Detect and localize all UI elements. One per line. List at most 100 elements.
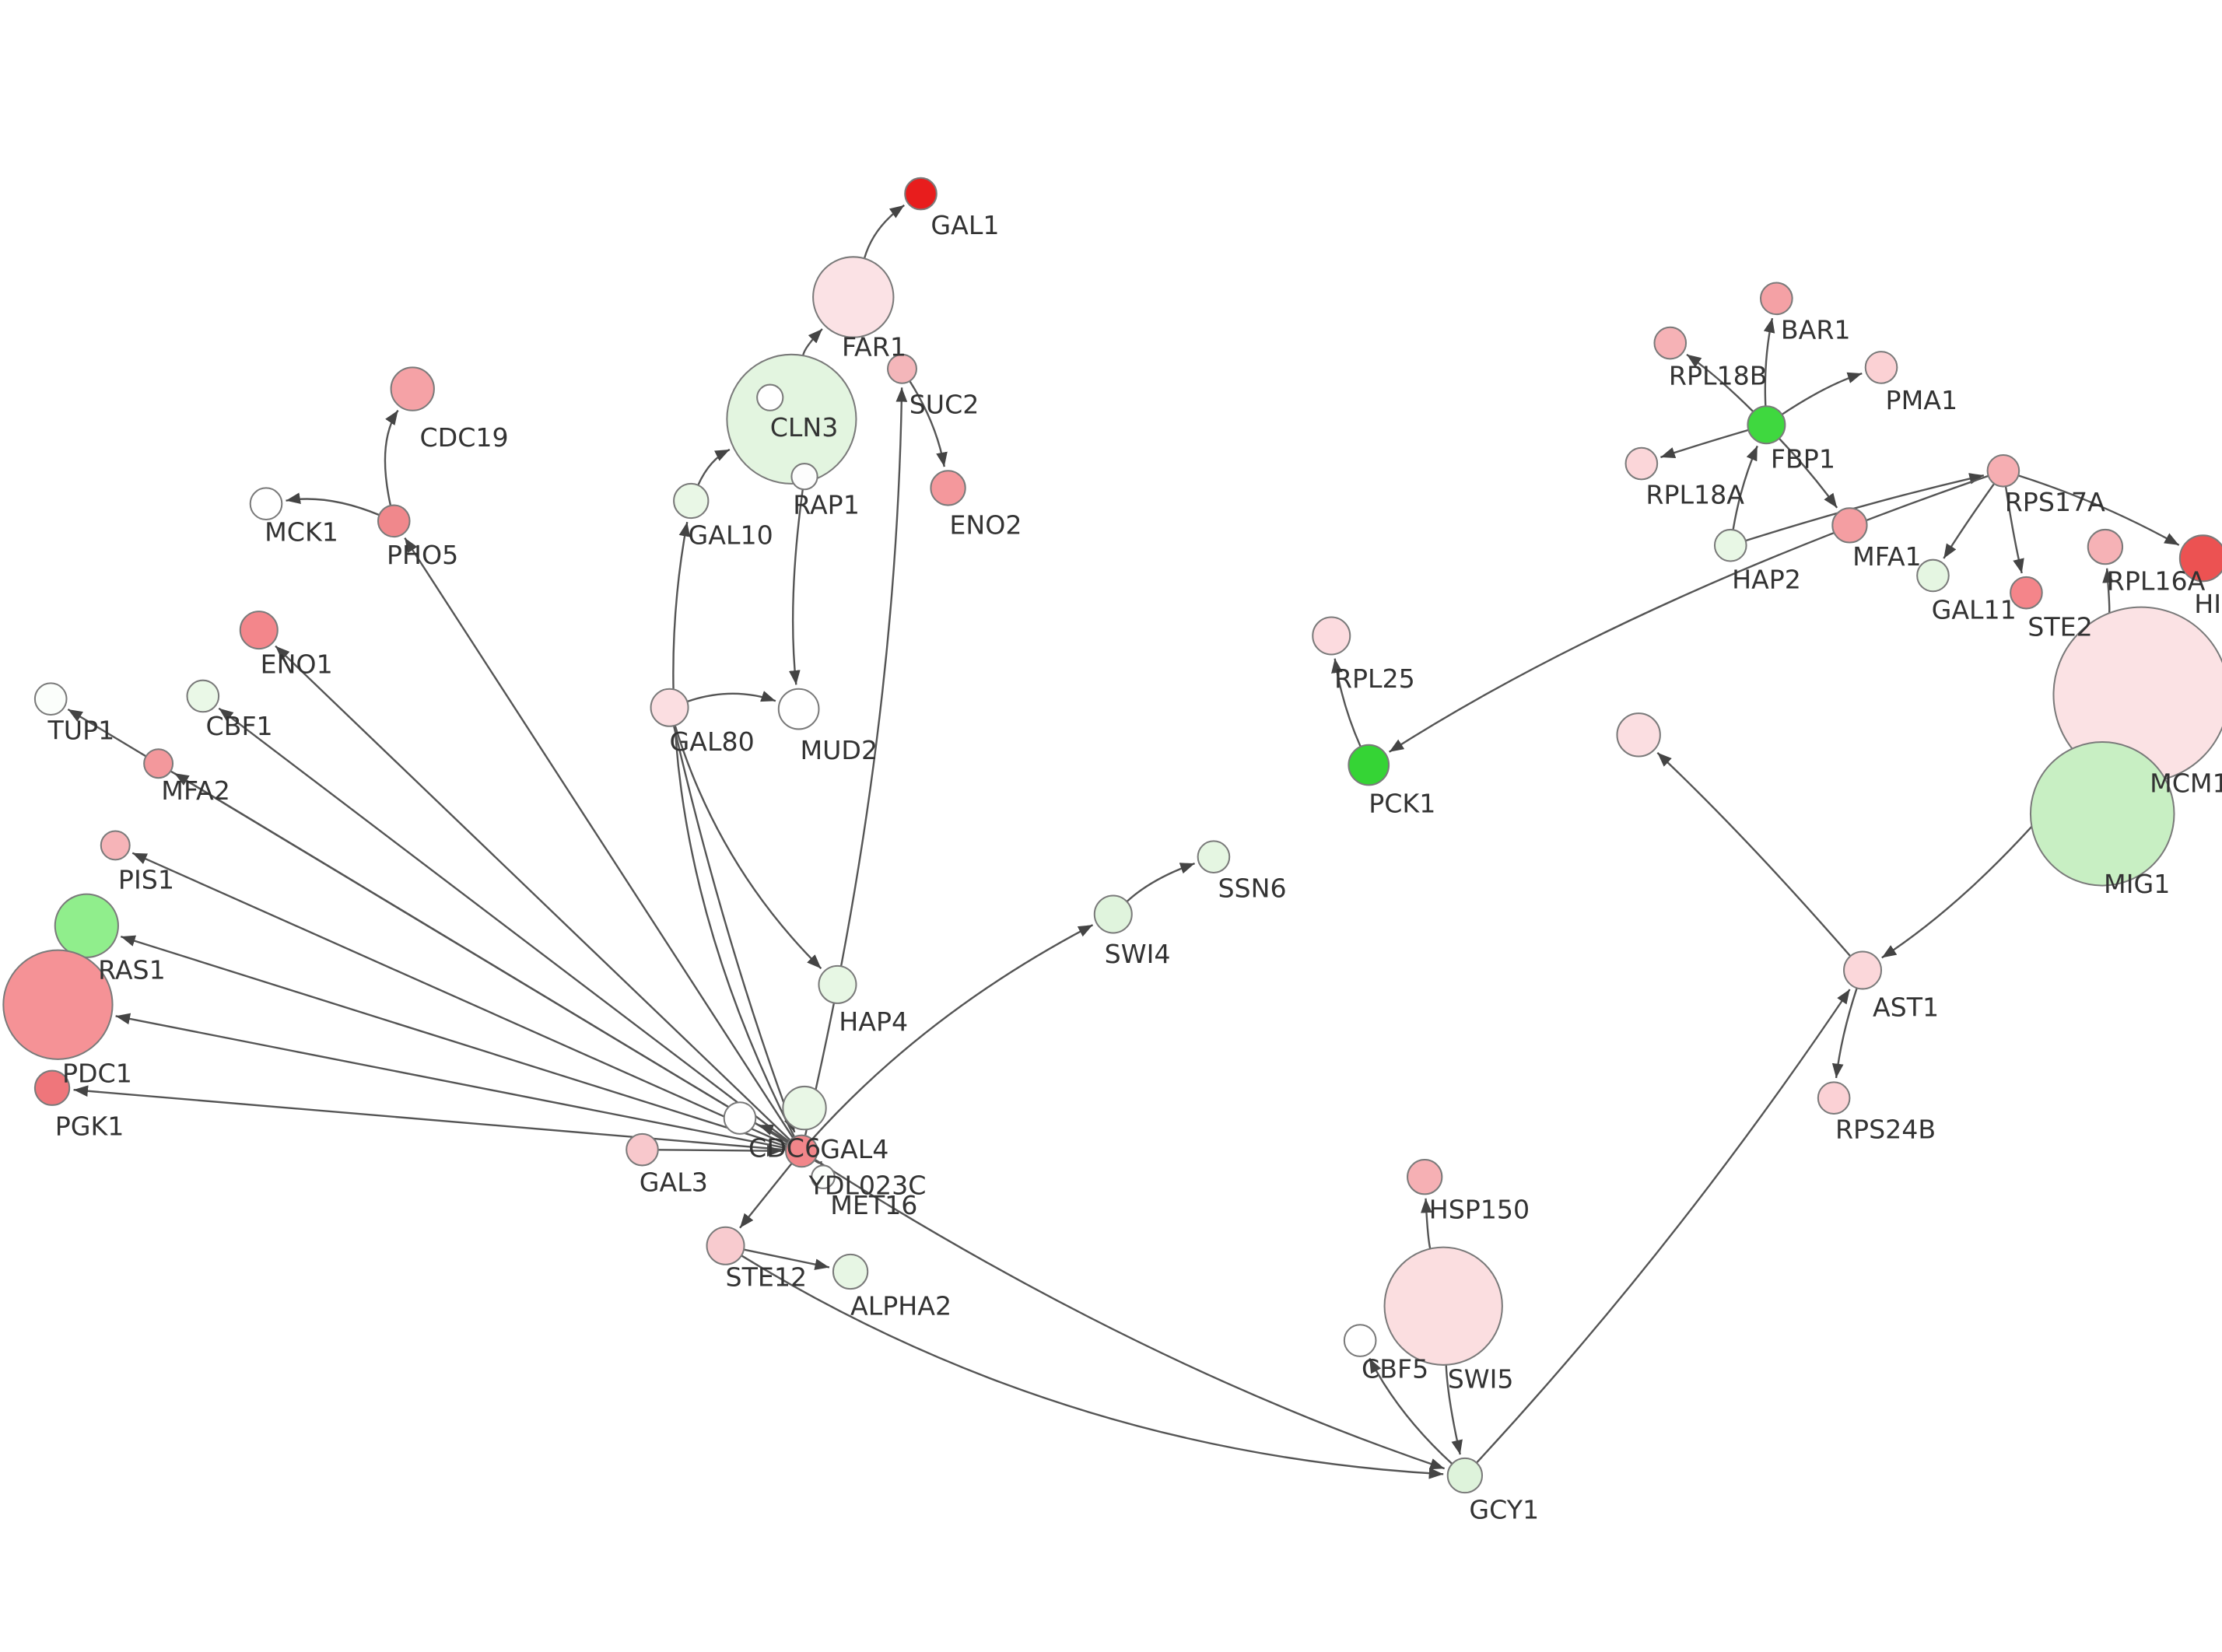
graph-node-PCK1[interactable] (1348, 744, 1390, 786)
graph-node-ENO1[interactable] (239, 611, 279, 650)
graph-edge-FBP1-RPL18B[interactable] (1686, 353, 1754, 413)
graph-node-HIS4[interactable] (2178, 534, 2222, 583)
graph-node-HSP150[interactable] (1407, 1159, 1443, 1195)
graph-edge-SUC2-ENO2[interactable] (909, 380, 948, 467)
graph-edge-GAL4-GCY1[interactable] (814, 1158, 1446, 1470)
graph-node-FBP1[interactable] (1747, 405, 1786, 445)
graph-node-GAL3[interactable] (626, 1132, 659, 1167)
graph-node-SWI4[interactable] (1093, 894, 1133, 934)
graph-edge-FAR1-GAL1[interactable] (863, 204, 905, 259)
graph-node-SWI5[interactable] (1383, 1246, 1503, 1366)
graph-node-NODE1[interactable] (756, 383, 784, 411)
graph-node-RPS17A[interactable] (1986, 453, 2020, 488)
graph-node-PDC1[interactable] (2, 949, 114, 1060)
graph-edge-GAL4-MFA2[interactable] (173, 772, 789, 1144)
graph-edge-FBP1-BAR1[interactable] (1763, 317, 1775, 407)
graph-edge-GAL4-RAS1[interactable] (120, 935, 787, 1148)
graph-edge-SWI4-SSN6[interactable] (1126, 863, 1195, 903)
graph-edge-PHO5-MCK1[interactable] (286, 492, 380, 516)
graph-edge-GAL4-SUC2[interactable] (804, 387, 908, 1136)
graph-node-CLN3[interactable] (726, 353, 857, 485)
graph-edge-HAP2-FBP1[interactable] (1732, 445, 1758, 530)
graph-node-PGK1[interactable] (33, 1069, 71, 1106)
graph-node-PIS1[interactable] (100, 830, 131, 861)
graph-node-GAL11[interactable] (1916, 558, 1950, 593)
graph-edge-FBP1-MFA1[interactable] (1778, 437, 1838, 509)
graph-node-YDL023C[interactable] (723, 1101, 757, 1135)
graph-edge-GAL4-PGK1[interactable] (73, 1085, 787, 1151)
graph-node-CBF1[interactable] (186, 679, 220, 713)
graph-edge-GAL10-CLN3[interactable] (697, 448, 731, 486)
graph-node-MFA2[interactable] (143, 748, 174, 779)
graph-edge-GAL80-HAP4[interactable] (674, 725, 822, 970)
graph-edge-SWI5-HSP150[interactable] (1421, 1198, 1432, 1249)
graph-node-MET16[interactable] (811, 1164, 836, 1189)
graph-node-GCY1[interactable] (1446, 1457, 1484, 1494)
graph-edge-GAL4-CBF1[interactable] (218, 707, 790, 1143)
graph-node-HAP2[interactable] (1713, 528, 1747, 562)
graph-edge-SWI5-GCY1[interactable] (1445, 1364, 1463, 1455)
graph-node-AST1[interactable] (1843, 950, 1883, 990)
graph-node-MCK1[interactable] (249, 487, 283, 521)
graph-node-BAR1[interactable] (1760, 282, 1793, 316)
graph-edge-HAP2-RPS17A[interactable] (1745, 473, 1985, 542)
graph-node-RPS24B[interactable] (1817, 1081, 1851, 1115)
graph-node-CDC6[interactable] (782, 1085, 827, 1131)
graph-node-PHO5[interactable] (377, 504, 411, 538)
graph-node-RPL16A[interactable] (2087, 528, 2124, 565)
graph-edge-FBP1-RPL18A[interactable] (1660, 429, 1749, 459)
graph-edge-GAL80-GAL4[interactable] (672, 725, 796, 1133)
graph-node-CDC19[interactable] (390, 366, 435, 411)
graph-edge-RPS17A-HIS4[interactable] (2017, 474, 2180, 546)
graph-node-RAS1[interactable] (54, 893, 119, 958)
graph-node-ENO2[interactable] (930, 470, 966, 506)
graph-edge-GAL4-PIS1[interactable] (131, 852, 788, 1146)
graph-node-GAL4[interactable] (785, 1134, 818, 1168)
graph-edge-GAL4-PHO5[interactable] (404, 537, 794, 1139)
graph-node-GAL80[interactable] (650, 688, 689, 727)
graph-node-FAR1[interactable] (812, 256, 895, 338)
graph-edge-PHO5-CDC19[interactable] (384, 409, 399, 506)
graph-edge-AST1-NODE2[interactable] (1656, 751, 1852, 957)
graph-edge-STE12-GCY1[interactable] (741, 1255, 1444, 1479)
graph-node-GAL10[interactable] (673, 482, 710, 520)
graph-edge-GAL4-STE12[interactable] (739, 1163, 793, 1229)
graph-edge-FBP1-PMA1[interactable] (1781, 372, 1863, 415)
graph-edge-AST1-RPS24B[interactable] (1831, 987, 1858, 1079)
graph-node-HAP4[interactable] (818, 964, 857, 1004)
graph-node-RAP1[interactable] (790, 463, 818, 491)
graph-edge-RPS17A-GAL11[interactable] (1943, 483, 1996, 559)
graph-edge-GCY1-CBF5[interactable] (1369, 1357, 1453, 1465)
graph-edge-STE12-ALPHA2[interactable] (743, 1248, 830, 1270)
graph-edge-RPS17A-PCK1[interactable] (1388, 474, 1989, 753)
graph-node-CBF5[interactable] (1343, 1324, 1377, 1357)
graph-edge-GAL4-YDL023C[interactable] (758, 1124, 790, 1143)
graph-node-RPL25[interactable] (1312, 616, 1351, 656)
graph-edge-CLN3-FAR1[interactable] (801, 328, 823, 356)
graph-node-RPL18A[interactable] (1624, 446, 1659, 481)
graph-edge-GCY1-AST1[interactable] (1475, 989, 1851, 1464)
graph-node-MFA1[interactable] (1831, 507, 1868, 544)
graph-edge-GAL4-SWI4[interactable] (811, 924, 1094, 1140)
graph-node-SUC2[interactable] (887, 353, 917, 384)
graph-node-MUD2[interactable] (777, 688, 820, 730)
graph-node-ALPHA2[interactable] (832, 1253, 869, 1290)
graph-node-NODE2[interactable] (1616, 712, 1661, 758)
graph-node-STE12[interactable] (706, 1226, 745, 1265)
graph-node-TUP1[interactable] (33, 682, 68, 716)
graph-node-GAL1[interactable] (904, 177, 938, 211)
graph-node-MIG1[interactable] (2029, 741, 2175, 887)
graph-edge-PCK1-RPL25[interactable] (1331, 658, 1362, 747)
graph-edge-RAP1-MUD2[interactable] (788, 488, 804, 685)
graph-node-PMA1[interactable] (1864, 351, 1898, 384)
graph-edge-GAL80-MUD2[interactable] (686, 691, 776, 703)
graph-edge-GAL4-PDC1[interactable] (115, 1013, 787, 1150)
graph-node-RPL18B[interactable] (1653, 326, 1688, 360)
graph-edge-GAL4-GAL10[interactable] (672, 521, 796, 1138)
graph-edge-RPS17A-STE2[interactable] (2004, 486, 2024, 574)
graph-node-SSN6[interactable] (1197, 840, 1231, 873)
graph-edge-GAL4-ENO1[interactable] (275, 645, 791, 1141)
graph-node-STE2[interactable] (2010, 576, 2043, 610)
